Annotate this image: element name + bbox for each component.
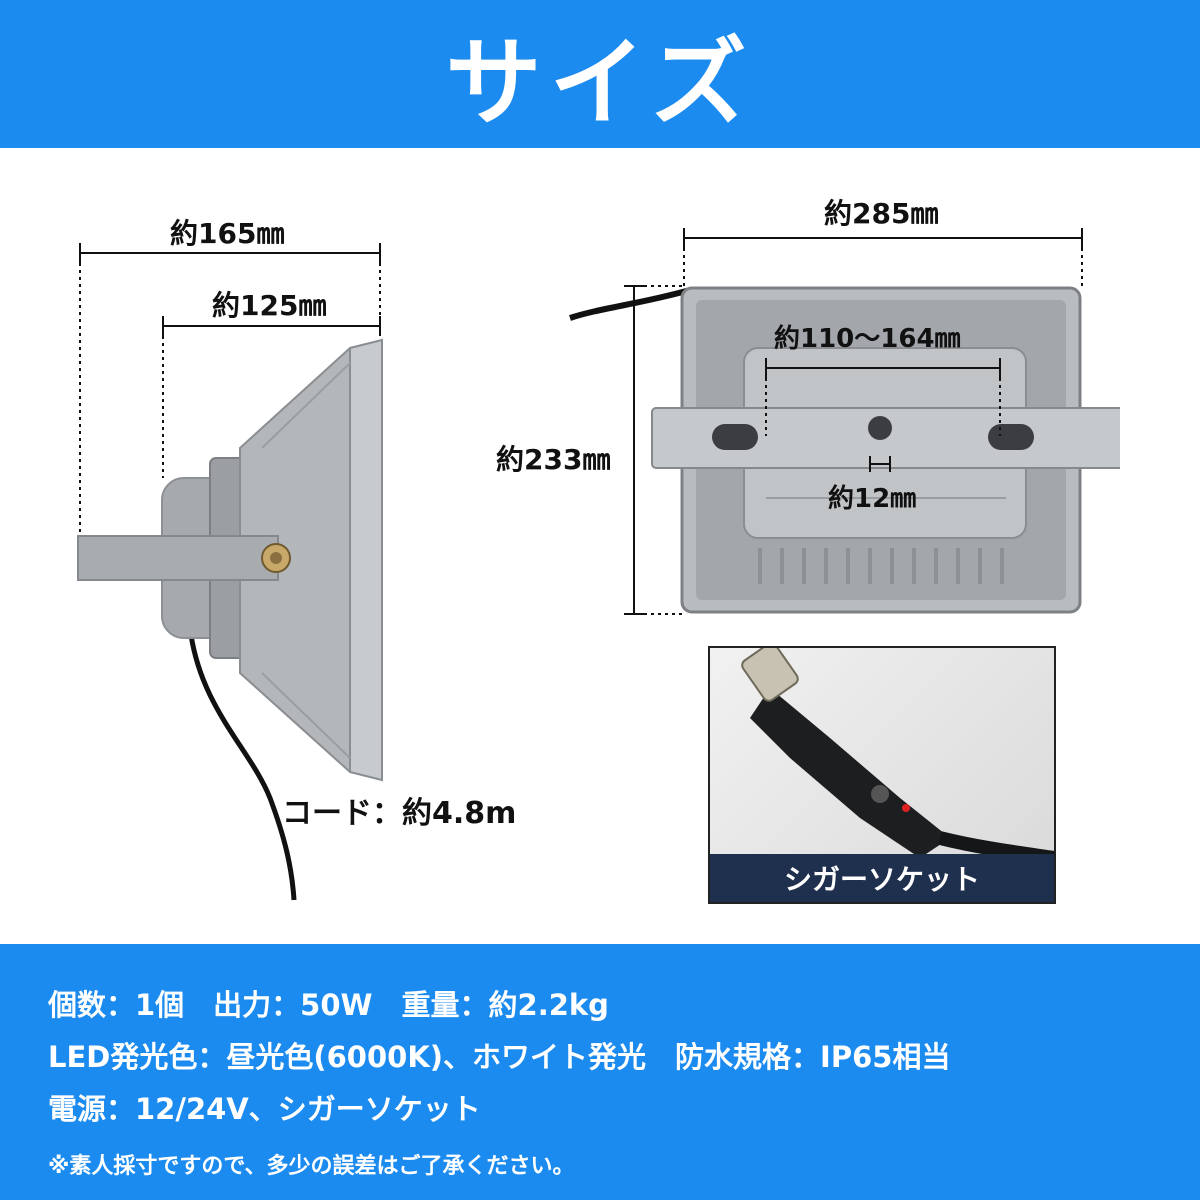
page-title: サイズ <box>445 26 755 139</box>
side-inner-width-label: 約125㎜ <box>212 289 327 322</box>
front-width-label: 約285㎜ <box>824 197 939 230</box>
header-banner: サイズ <box>0 0 1200 148</box>
bracket-hole-span-label: 約110～164㎜ <box>774 324 961 354</box>
spec-line-2: LED発光色：昼光色(6000K)、ホワイト発光 防水規格：IP65相当 <box>48 1040 951 1074</box>
front-height-label: 約233㎜ <box>496 443 611 476</box>
cigar-socket-photo: シガーソケット <box>708 646 1056 904</box>
side-view-illustration <box>77 243 383 901</box>
spec-panel: 個数：1個 出力：50W 重量：約2.2kg LED発光色：昼光色(6000K)… <box>0 944 1200 1200</box>
measurement-note: ※素人採寸ですので、多少の誤差はご了承ください。 <box>48 1154 575 1179</box>
product-diagram: 約165㎜ 約125㎜ コード：約4.8m <box>0 148 1200 944</box>
hole-diameter-label: 約12㎜ <box>828 484 917 514</box>
side-total-width-label: 約165㎜ <box>170 217 285 250</box>
cord-length-label: コード：約4.8m <box>282 796 517 831</box>
spec-line-3: 電源：12/24V、シガーソケット <box>48 1092 481 1126</box>
spec-line-1: 個数：1個 出力：50W 重量：約2.2kg <box>48 988 609 1022</box>
photo-caption: シガーソケット <box>710 854 1054 902</box>
front-view-illustration <box>569 228 1120 615</box>
cigar-plug-icon <box>741 648 1054 858</box>
